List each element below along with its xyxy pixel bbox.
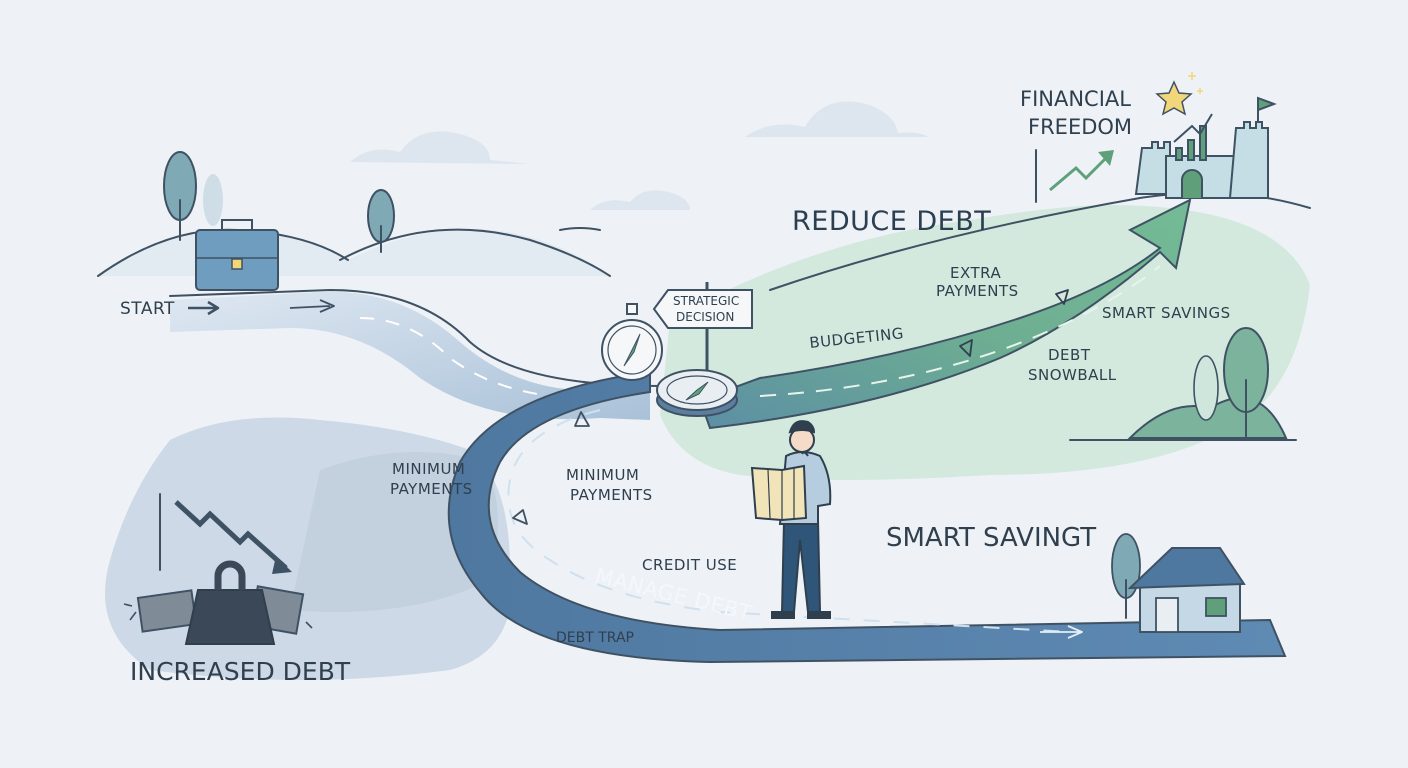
label-minimum-payments-right-2: PAYMENTS bbox=[570, 486, 653, 504]
label-minimum-payments-left-1: MINIMUM bbox=[392, 460, 465, 478]
label-financial-freedom-1: FINANCIAL bbox=[1020, 87, 1131, 111]
person-with-map-icon bbox=[750, 420, 832, 619]
debt-weight-icon bbox=[123, 493, 313, 645]
stopwatch-icon bbox=[601, 303, 663, 381]
label-financial-freedom-2: FREEDOM bbox=[1028, 115, 1132, 139]
label-minimum-payments-right-1: MINIMUM bbox=[566, 466, 639, 484]
growth-arrow-icon bbox=[1035, 149, 1114, 203]
reduce-debt-road bbox=[698, 198, 1192, 430]
label-increased-debt: INCREASED DEBT bbox=[130, 657, 351, 686]
label-smart-savingt: SMART SAVINGT bbox=[886, 523, 1096, 553]
start-road bbox=[170, 291, 650, 420]
label-start: START bbox=[120, 299, 175, 319]
briefcase-icon bbox=[195, 219, 279, 291]
cloud-icon bbox=[350, 101, 928, 210]
label-debt-snowball-2: SNOWBALL bbox=[1028, 366, 1117, 384]
tree-icon bbox=[1069, 327, 1297, 441]
label-strategic-decision-1: STRATEGIC bbox=[673, 294, 739, 308]
signpost-icon bbox=[652, 282, 753, 370]
label-credit-use: CREDIT USE bbox=[642, 556, 737, 574]
house-icon bbox=[1111, 533, 1246, 633]
road-arrow-icon bbox=[188, 289, 1083, 639]
label-debt-snowball-1: DEBT bbox=[1048, 346, 1091, 364]
star-icon bbox=[1155, 72, 1203, 116]
label-reduce-debt: REDUCE DEBT bbox=[792, 206, 991, 237]
label-debt-trap: DEBT TRAP bbox=[556, 630, 634, 646]
tree-icon bbox=[163, 151, 395, 253]
label-smart-savings: SMART SAVINGS bbox=[1102, 304, 1231, 322]
label-strategic-decision-2: DECISION bbox=[676, 310, 734, 324]
castle-icon bbox=[1134, 96, 1277, 199]
compass-icon bbox=[656, 369, 738, 417]
label-extra-payments-2: PAYMENTS bbox=[936, 282, 1019, 300]
left-hills bbox=[97, 227, 611, 277]
label-minimum-payments-left-2: PAYMENTS bbox=[390, 480, 473, 498]
label-extra-payments-1: EXTRA bbox=[950, 264, 1001, 282]
